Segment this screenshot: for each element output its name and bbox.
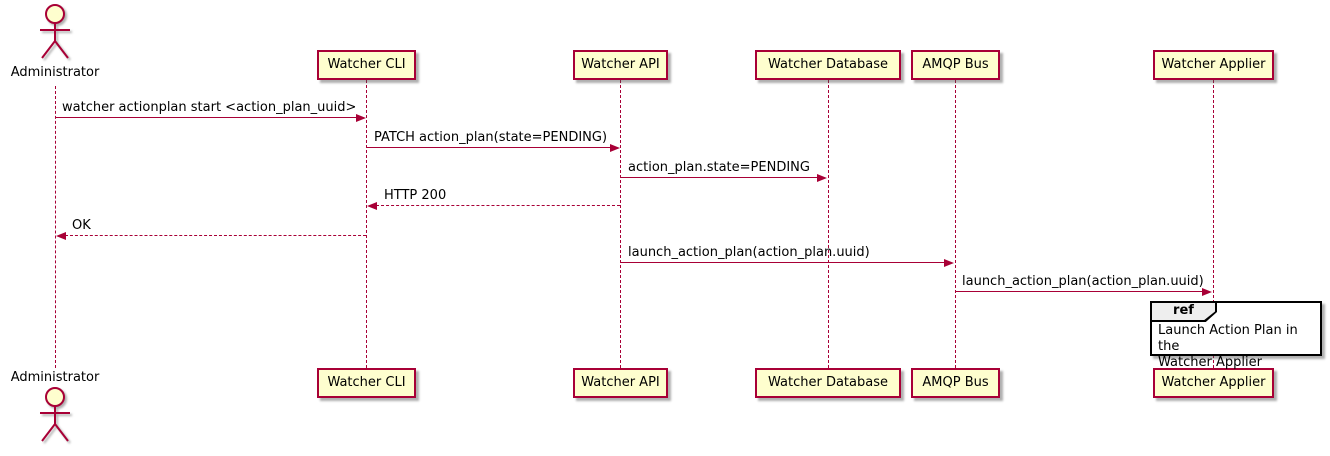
lifeline-watcher-api: [620, 80, 621, 368]
message-3-arrowhead: [817, 174, 827, 182]
participant-watcher-applier-bottom: Watcher Applier: [1153, 368, 1274, 398]
message-5-label: OK: [72, 218, 91, 233]
lifeline-watcher-database: [828, 80, 829, 368]
message-6-label: launch_action_plan(action_plan.uuid): [628, 245, 870, 260]
message-2-line: [367, 147, 611, 148]
ref-text: Launch Action Plan in the Watcher Applie…: [1158, 323, 1298, 370]
participant-watcher-database-bottom: Watcher Database: [755, 368, 901, 398]
message-3-line: [621, 177, 818, 178]
message-1-line: [56, 117, 357, 118]
message-7-label: launch_action_plan(action_plan.uuid): [962, 274, 1204, 289]
message-3-label: action_plan.state=PENDING: [628, 160, 810, 175]
participant-amqp-bus-top: AMQP Bus: [911, 50, 1000, 80]
message-2-arrowhead: [610, 144, 620, 152]
message-5-line: [65, 235, 366, 236]
actor-icon: [33, 2, 77, 66]
lifeline-watcher-applier: [1213, 80, 1214, 368]
lifeline-watcher-cli: [366, 80, 367, 368]
participant-watcher-cli-top: Watcher CLI: [317, 50, 416, 80]
message-2-label: PATCH action_plan(state=PENDING): [374, 130, 608, 145]
message-7-line: [956, 291, 1203, 292]
message-6-line: [621, 262, 945, 263]
message-5-arrowhead: [56, 232, 66, 240]
lifeline-amqp-bus: [955, 80, 956, 368]
message-4-line: [376, 205, 620, 206]
ref-keyword: ref: [1152, 303, 1215, 320]
message-4-label: HTTP 200: [384, 188, 447, 203]
participant-watcher-api-top: Watcher API: [573, 50, 668, 80]
message-1-arrowhead: [356, 114, 366, 122]
lifeline-administrator: [55, 86, 56, 368]
participant-watcher-cli-bottom: Watcher CLI: [317, 368, 416, 398]
participant-watcher-applier-top: Watcher Applier: [1153, 50, 1274, 80]
ref-fragment: ref Launch Action Plan in the Watcher Ap…: [1150, 301, 1322, 370]
actor-name-top: Administrator: [10, 65, 100, 80]
actor-icon-bottom: [33, 386, 77, 452]
participant-watcher-api-bottom: Watcher API: [573, 368, 668, 398]
message-7-arrowhead: [1202, 288, 1212, 296]
message-1-label: watcher actionplan start <action_plan_uu…: [62, 100, 357, 115]
actor-name-bottom: Administrator: [10, 370, 100, 385]
participant-watcher-database-top: Watcher Database: [755, 50, 901, 80]
participant-amqp-bus-bottom: AMQP Bus: [911, 368, 1000, 398]
message-4-arrowhead: [367, 202, 377, 210]
message-6-arrowhead: [944, 259, 954, 267]
